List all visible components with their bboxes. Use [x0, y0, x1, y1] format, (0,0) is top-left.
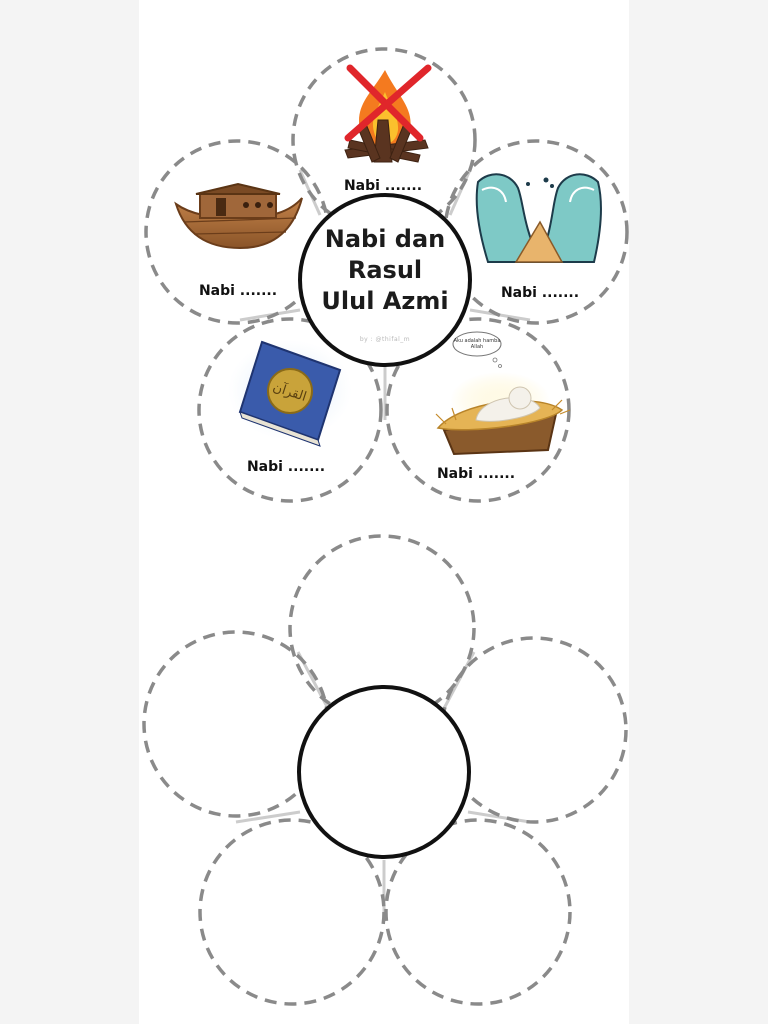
title-line-2: Rasul [347, 256, 423, 284]
label-bottom-left-petal: Nabi ....... [246, 459, 326, 475]
label-top-petal: Nabi ....... [343, 178, 423, 194]
parted-sea-icon [475, 173, 602, 263]
no-fire-icon [344, 64, 432, 163]
holy-book-icon: القرآن [228, 340, 352, 447]
center-title: Nabi dan Rasul Ulul Azmi [298, 224, 472, 317]
center-circle [298, 193, 472, 367]
manger-baby-icon [435, 331, 571, 456]
label-right-petal: Nabi ....... [500, 285, 580, 301]
petal-bottom-right [384, 818, 572, 1006]
label-left-petal: Nabi ....... [198, 283, 278, 299]
label-bottom-right-petal: Nabi ....... [436, 466, 516, 482]
author-byline: by : @thifal_m [359, 336, 411, 343]
title-line-1: Nabi dan [324, 225, 446, 253]
ark-icon [174, 182, 303, 250]
center-circle [297, 685, 471, 859]
petal-bottom-left [197, 317, 383, 503]
petal-bottom-left [198, 818, 386, 1006]
petal-right [440, 636, 628, 824]
flower-top: القرآن [144, 47, 629, 503]
flower-bottom [142, 534, 628, 1006]
title-line-3: Ulul Azmi [321, 287, 449, 315]
speech-bubble-text: Aku adalah hamba Allah [453, 338, 501, 350]
